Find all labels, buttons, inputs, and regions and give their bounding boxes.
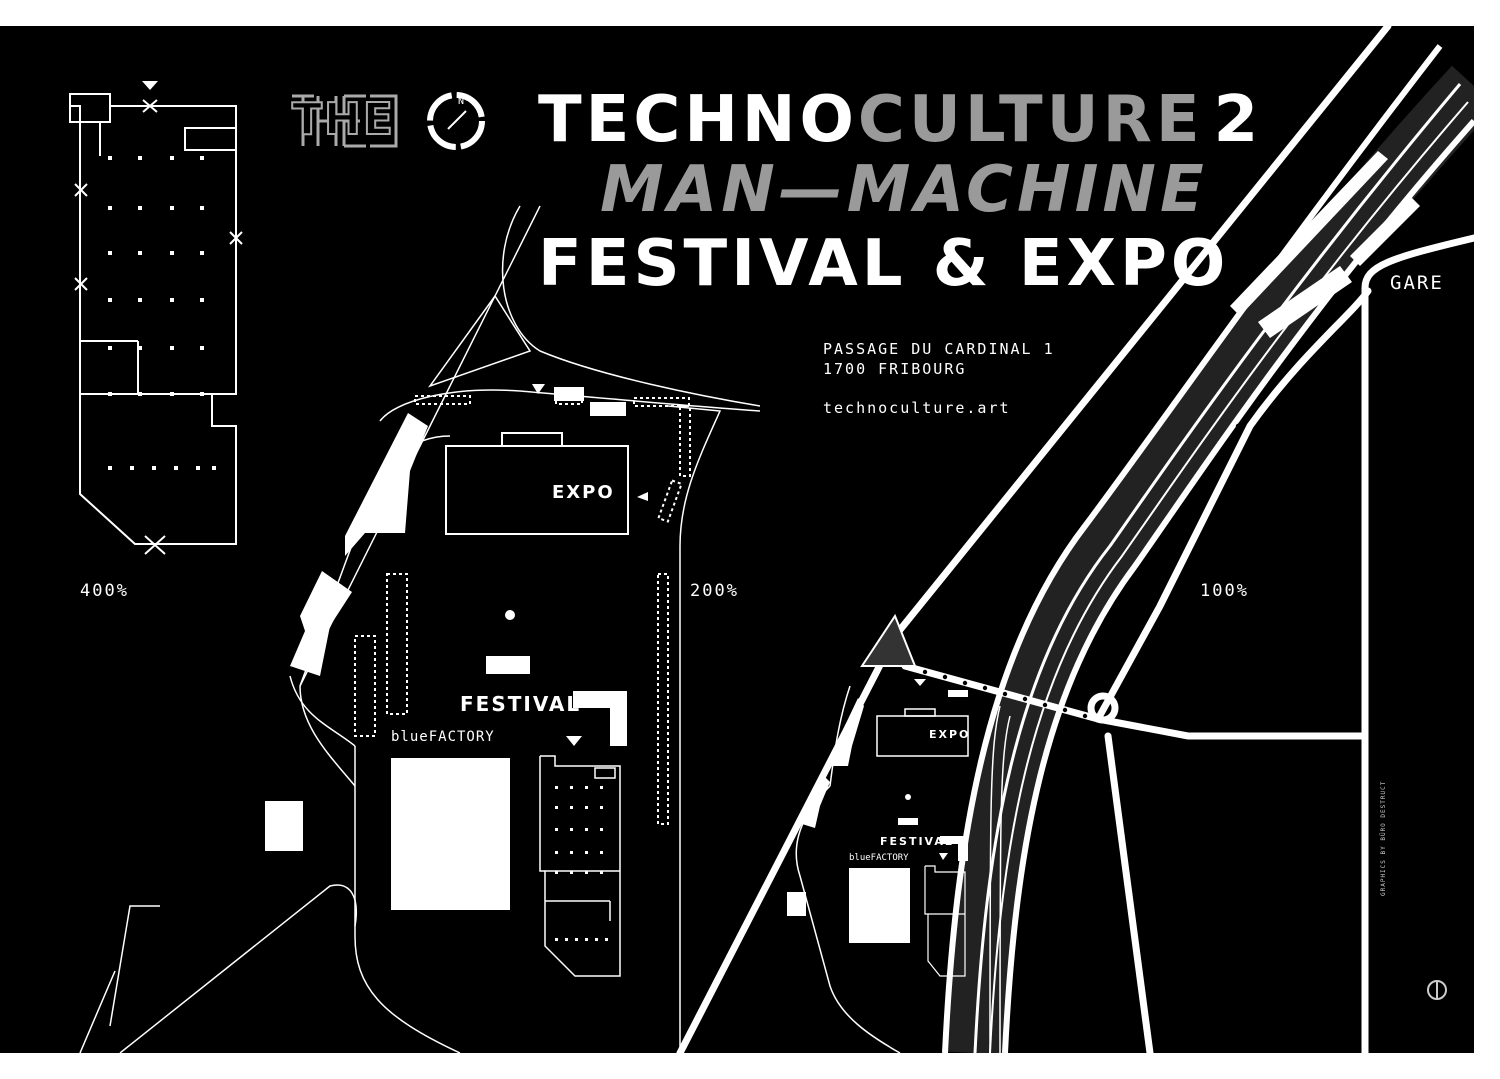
entrance-marker-plan-400 (142, 81, 158, 90)
bluefactory-label-200: blueFACTORY (391, 729, 495, 745)
right-junction-triangle (860, 613, 917, 667)
floor-plan-400 (69, 93, 237, 545)
map-drawing (69, 26, 1474, 1053)
title-culture: CULTURE (857, 83, 1204, 157)
floor-plan-400-doors (74, 99, 243, 555)
website-link[interactable]: technoculture.art (823, 399, 1011, 417)
site-100-buildings (787, 679, 968, 943)
title-techno: TECHNO (538, 83, 858, 157)
railway-footpath-dots (922, 303, 1347, 719)
bluefactory-label-100: blueFACTORY (849, 853, 909, 863)
address-city: 1700 FRIBOURG (823, 360, 967, 378)
credits-text: GRAPHICS BY BÜRO DESTRUCT (1380, 780, 1387, 896)
compass-icon (427, 92, 485, 150)
scale-label-200: 200% (690, 581, 739, 601)
logo-text: THE (291, 93, 395, 146)
title-line-3: FESTIVAL & EXPO (538, 227, 1230, 301)
roundabout (1087, 692, 1119, 724)
expo-label-100: EXPO (929, 728, 971, 741)
site-200-buildings (265, 384, 648, 910)
the-logo (292, 94, 398, 148)
site-200-floor-plan (539, 755, 621, 977)
compass-north-label: N (458, 96, 465, 107)
title-line-2: MAN—MACHINE (600, 153, 1208, 227)
station-platforms (1230, 151, 1420, 338)
site-200-hatched (354, 395, 691, 825)
site-200-floor-plan-dots (555, 786, 608, 941)
scale-label-100: 100% (1200, 581, 1249, 601)
site-200-expo-building (445, 432, 629, 535)
floor-plan-400-dots (108, 156, 216, 470)
festival-label-200: FESTIVAL (460, 692, 582, 716)
gare-label: GARE (1390, 272, 1444, 294)
buro-destruct-logo (1427, 980, 1447, 1000)
address-street: PASSAGE DU CARDINAL 1 (823, 340, 1055, 358)
site-100-floor-plan (924, 865, 966, 977)
site-100-expo-building (876, 708, 969, 757)
scale-label-400: 400% (80, 581, 129, 601)
title-number: 2 (1213, 83, 1263, 157)
festival-label-100: FESTIVAL (880, 835, 954, 848)
expo-label-200: EXPO (552, 482, 615, 503)
